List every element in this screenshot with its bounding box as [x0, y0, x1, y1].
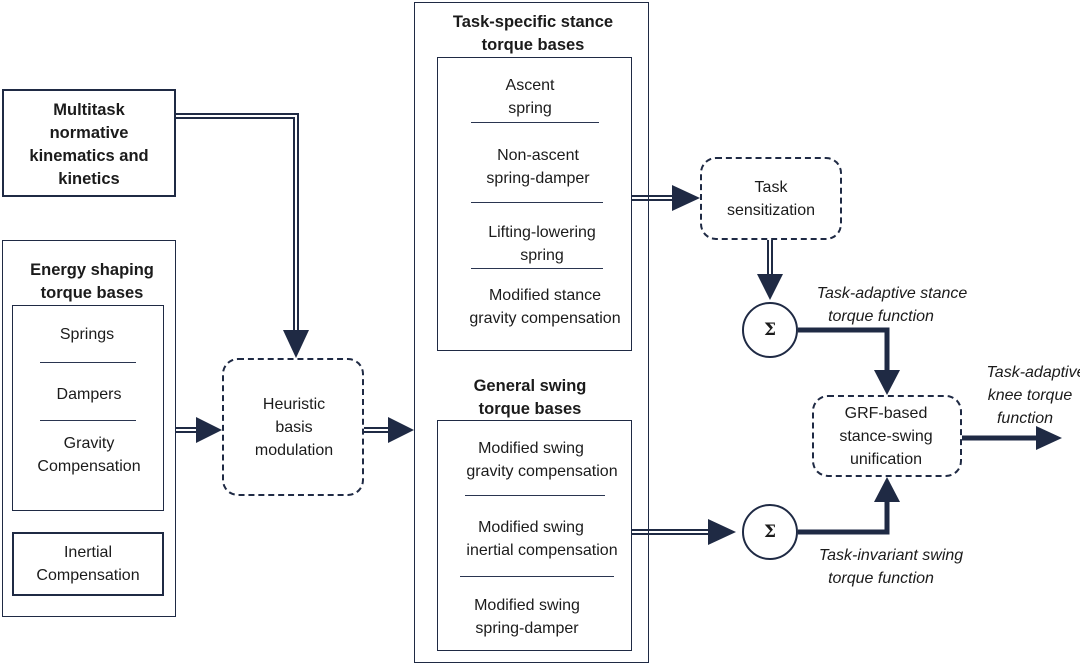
multitask-line-3: kinematics and: [29, 147, 149, 165]
stance-fn-label-line-2: torque function: [828, 308, 934, 325]
stance-separator-3: [471, 268, 603, 269]
swing-title-line-2: torque bases: [478, 400, 582, 418]
stance-item-3-line-2: spring: [520, 247, 564, 264]
swing-separator-2: [460, 576, 614, 577]
swing-separator-1: [465, 495, 605, 496]
inertial-compensation-box: [12, 532, 164, 596]
stance-item-1-line-1: Ascent: [505, 77, 555, 94]
grf-line-3: unification: [849, 451, 923, 468]
springs-label: Springs: [59, 326, 115, 343]
stance-title-line-1: Task-specific stance: [452, 13, 614, 31]
energy-shaping-group: [2, 240, 176, 617]
arrow-sensitization-to-sigma: [757, 240, 783, 300]
stance-separator-1: [471, 122, 599, 123]
multitask-line-4: kinetics: [58, 170, 120, 188]
stance-item-1-line-2: spring: [508, 100, 552, 117]
torque-bases-column: [414, 2, 649, 663]
stance-item-4-line-1: Modified stance: [488, 287, 602, 304]
swing-fn-label-line-2: torque function: [828, 570, 934, 587]
swing-item-3-line-2: spring-damper: [475, 620, 579, 637]
stance-title-line-2: torque bases: [481, 36, 585, 54]
grf-line-1: GRF-based: [844, 405, 928, 422]
arrow-energy-to-heuristic: [176, 417, 222, 443]
arrow-stance-fn-to-grf: [798, 327, 900, 395]
task-sensitization-box: [700, 157, 842, 240]
heuristic-basis-modulation-box: [222, 358, 364, 496]
swing-item-3-line-1: Modified swing: [474, 597, 580, 614]
arrow-multitask-to-heuristic: [176, 113, 309, 358]
dampers-label: Dampers: [56, 386, 122, 403]
inertial-line-2: Compensation: [36, 567, 140, 584]
heuristic-line-2: basis: [275, 419, 313, 436]
inertial-line-1: Inertial: [63, 544, 113, 561]
knee-fn-label-line-3: function: [996, 410, 1054, 427]
swing-item-1-line-2: gravity compensation: [466, 463, 618, 480]
swing-item-1-line-1: Modified swing: [478, 440, 584, 457]
knee-fn-label-line-2: knee torque: [987, 387, 1073, 404]
energy-title-line-1: Energy shaping: [30, 261, 154, 279]
task-sens-line-1: Task: [754, 179, 788, 196]
heuristic-line-1: Heuristic: [262, 396, 326, 413]
swing-bases-box: [437, 420, 632, 651]
energy-bases-box: [12, 305, 164, 511]
arrow-grf-to-output: [962, 426, 1062, 450]
swing-fn-label-line-1: Task-invariant swing: [818, 547, 964, 564]
heuristic-line-3: modulation: [254, 442, 334, 459]
separator-springs-dampers: [40, 362, 136, 363]
arrow-heuristic-to-bases: [364, 417, 414, 443]
stance-sum-node: Σ: [742, 302, 798, 358]
stance-separator-2: [471, 202, 603, 203]
multitask-line-2: normative: [49, 124, 129, 142]
arrow-swing-to-sigma: [632, 519, 736, 545]
stance-item-4-line-2: gravity compensation: [469, 310, 621, 327]
stance-bases-box: [437, 57, 632, 351]
stance-item-2-line-2: spring-damper: [486, 170, 590, 187]
swing-sum-node: Σ: [742, 504, 798, 560]
swing-item-2-line-1: Modified swing: [478, 519, 584, 536]
grf-unification-box: [812, 395, 962, 477]
stance-item-2-line-1: Non-ascent: [497, 147, 579, 164]
knee-fn-label-line-1: Task-adaptive: [986, 364, 1080, 381]
swing-item-2-line-2: inertial compensation: [466, 542, 618, 559]
grf-line-2: stance-swing: [839, 428, 933, 445]
stance-item-3-line-1: Lifting-lowering: [488, 224, 596, 241]
multitask-kinematics-box: [2, 89, 176, 197]
swing-title-line-1: General swing: [473, 377, 587, 395]
arrow-swing-fn-to-grf: [798, 477, 900, 535]
multitask-line-1: Multitask: [53, 101, 125, 119]
gravity-line-2: Compensation: [37, 458, 141, 475]
arrow-stance-to-sensitization: [632, 185, 700, 211]
stance-fn-label-line-1: Task-adaptive stance: [816, 285, 968, 302]
separator-dampers-gravity: [40, 420, 136, 421]
gravity-line-1: Gravity: [63, 435, 115, 452]
task-sens-line-2: sensitization: [726, 202, 816, 219]
energy-title-line-2: torque bases: [40, 284, 144, 302]
